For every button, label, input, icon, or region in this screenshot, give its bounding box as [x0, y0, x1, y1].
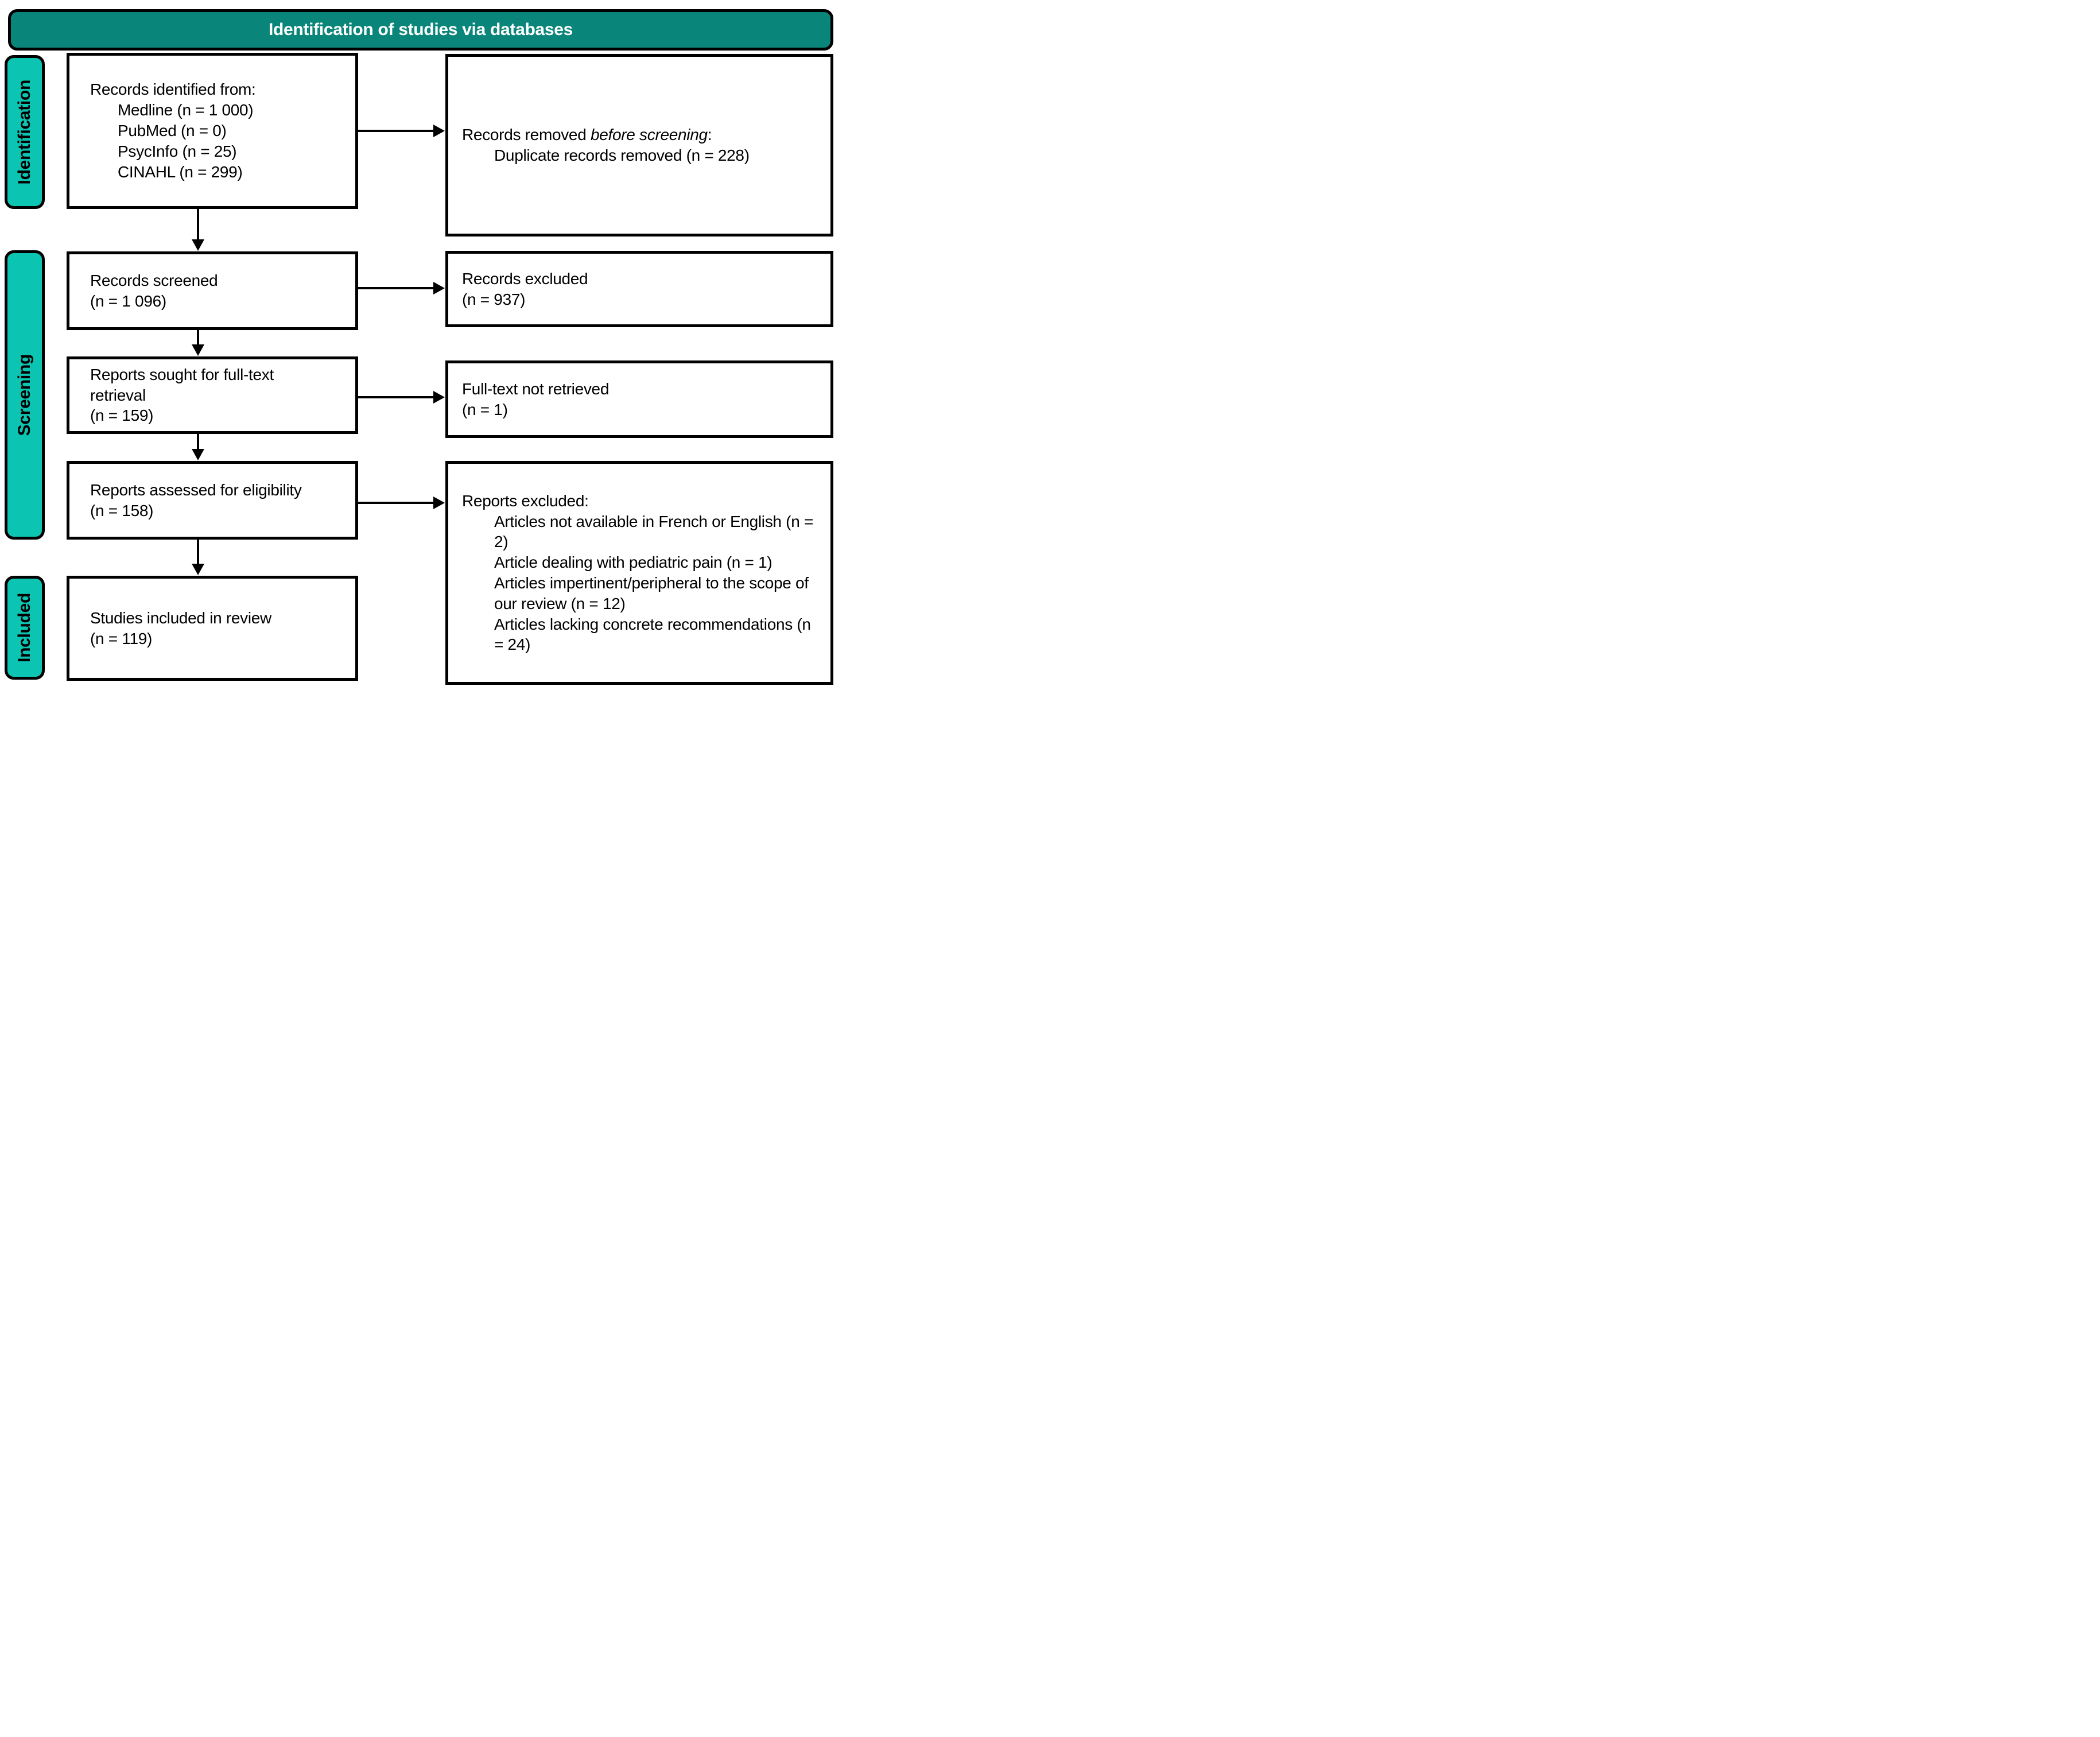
records-removed-title-prefix: Records removed	[462, 126, 591, 144]
reports-excluded-title: Reports excluded:	[462, 491, 589, 510]
records-screened-line: Records screened	[90, 271, 218, 289]
records-screened-count: (n = 1 096)	[90, 292, 166, 310]
reports-excluded-item-pediatric: Article dealing with pediatric pain (n =…	[494, 553, 773, 572]
records-identified-item-psycinfo: PsycInfo (n = 25)	[118, 142, 237, 160]
sidebar-stage-identification-label: Identification	[15, 79, 34, 185]
arrow-assessed-to-included	[192, 540, 204, 575]
records-excluded-line: Records excluded	[462, 269, 588, 288]
reports-excluded-item-language: Articles not available in French or Engl…	[494, 512, 813, 551]
reports-assessed-line: Reports assessed for eligibility	[90, 480, 302, 499]
studies-included-count: (n = 119)	[90, 629, 153, 648]
records-identified-title: Records identified from:	[90, 80, 256, 99]
arrow-sought-to-assessed	[192, 434, 204, 460]
studies-included-line: Studies included in review	[90, 608, 271, 627]
reports-sought-line-2: retrieval	[90, 386, 146, 404]
prisma-flow-diagram: Identification of studies via databases …	[0, 0, 840, 696]
records-identified-item-pubmed: PubMed (n = 0)	[118, 122, 227, 140]
banner-header: Identification of studies via databases	[8, 9, 833, 51]
reports-excluded-item-scope: Articles impertinent/peripheral to the s…	[494, 574, 809, 612]
studies-included-box: Studies included in review (n = 119)	[67, 576, 358, 681]
reports-sought-box: Reports sought for full-text retrieval (…	[67, 356, 358, 434]
records-removed-box: Records removed before screening: Duplic…	[445, 54, 833, 236]
records-excluded-count: (n = 937)	[462, 290, 526, 308]
records-removed-title: Records removed before screening:	[462, 125, 822, 145]
records-screened-box: Records screened (n = 1 096)	[67, 251, 358, 330]
records-removed-item-duplicates: Duplicate records removed (n = 228)	[494, 146, 750, 164]
records-removed-title-suffix: :	[707, 126, 712, 144]
arrow-identified-to-screened	[192, 209, 204, 251]
reports-excluded-item-recommendations: Articles lacking concrete recommendation…	[494, 615, 811, 654]
arrow-identified-to-removed	[358, 125, 445, 137]
records-identified-item-medline: Medline (n = 1 000)	[118, 101, 254, 119]
records-identified-box: Records identified from: Medline (n = 1 …	[67, 53, 358, 209]
arrow-sought-to-not-retrieved	[358, 391, 445, 404]
records-excluded-box: Records excluded (n = 937)	[445, 251, 833, 327]
reports-sought-count: (n = 159)	[90, 406, 154, 425]
reports-assessed-box: Reports assessed for eligibility (n = 15…	[67, 461, 358, 540]
arrow-assessed-to-reports-excluded	[358, 497, 445, 509]
sidebar-stage-screening-label: Screening	[15, 354, 34, 436]
sidebar-stage-identification: Identification	[5, 55, 45, 209]
fulltext-not-retrieved-box: Full-text not retrieved (n = 1)	[445, 360, 833, 438]
arrow-screened-to-excluded	[358, 282, 445, 294]
sidebar-stage-included: Included	[5, 576, 45, 680]
reports-sought-line-1: Reports sought for full-text	[90, 365, 274, 383]
fulltext-not-retrieved-line: Full-text not retrieved	[462, 379, 610, 398]
reports-assessed-count: (n = 158)	[90, 501, 154, 519]
arrow-screened-to-sought	[192, 330, 204, 356]
sidebar-stage-screening: Screening	[5, 250, 45, 540]
records-identified-item-cinahl: CINAHL (n = 299)	[118, 162, 243, 181]
fulltext-not-retrieved-count: (n = 1)	[462, 400, 508, 418]
sidebar-stage-included-label: Included	[15, 593, 34, 662]
reports-excluded-box: Reports excluded: Articles not available…	[445, 461, 833, 685]
banner-title: Identification of studies via databases	[268, 20, 573, 39]
records-removed-title-italic: before screening	[590, 126, 708, 144]
